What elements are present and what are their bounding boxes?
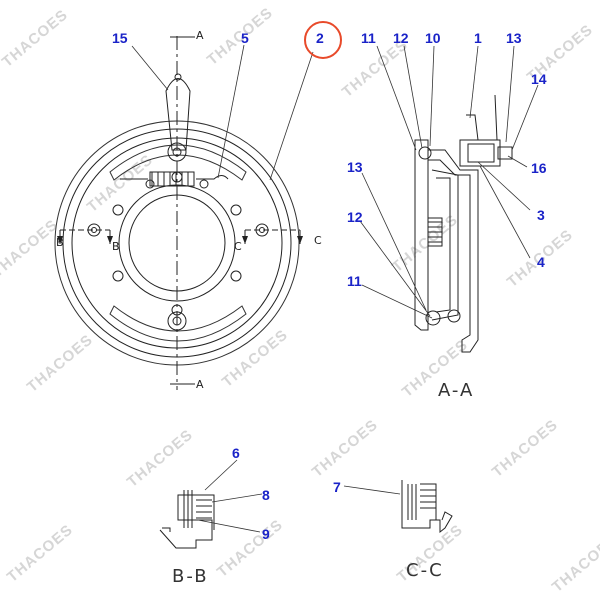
section-mark-b-right: B: [112, 240, 120, 253]
callout-11-side[interactable]: 11: [347, 273, 362, 289]
callout-15[interactable]: 15: [112, 30, 128, 46]
detail-b-b: [159, 490, 215, 549]
callout-12-side[interactable]: 12: [347, 209, 363, 225]
section-title-a-a: A-A: [438, 380, 475, 401]
section-title-c-c: C-C: [406, 560, 444, 581]
section-mark-a-bottom: A: [196, 378, 204, 391]
leader-lines: [131, 44, 539, 533]
callout-5[interactable]: 5: [241, 30, 249, 46]
section-mark-c-left: C: [234, 240, 242, 253]
callout-4[interactable]: 4: [537, 254, 545, 270]
callout-9[interactable]: 9: [262, 526, 270, 542]
callout-7[interactable]: 7: [333, 479, 341, 495]
callout-12-top[interactable]: 12: [393, 30, 409, 46]
callout-16[interactable]: 16: [531, 160, 547, 176]
callout-2[interactable]: 2: [316, 30, 324, 46]
section-mark-a-top: A: [196, 29, 204, 42]
callout-13-side[interactable]: 13: [347, 159, 363, 175]
detail-c-c: [401, 480, 453, 534]
callout-13-top[interactable]: 13: [506, 30, 522, 46]
callout-1[interactable]: 1: [474, 30, 482, 46]
section-mark-b-left: B: [56, 236, 64, 249]
callout-3[interactable]: 3: [537, 207, 545, 223]
callout-14[interactable]: 14: [531, 71, 547, 87]
highlight-circle: [304, 21, 342, 59]
side-view-a-a: [414, 94, 513, 353]
callout-11-top[interactable]: 11: [361, 30, 376, 46]
callout-8[interactable]: 8: [262, 487, 270, 503]
callout-10[interactable]: 10: [425, 30, 441, 46]
section-mark-c-right: C: [314, 234, 322, 247]
section-title-b-b: B-B: [172, 566, 209, 587]
callout-6[interactable]: 6: [232, 445, 240, 461]
